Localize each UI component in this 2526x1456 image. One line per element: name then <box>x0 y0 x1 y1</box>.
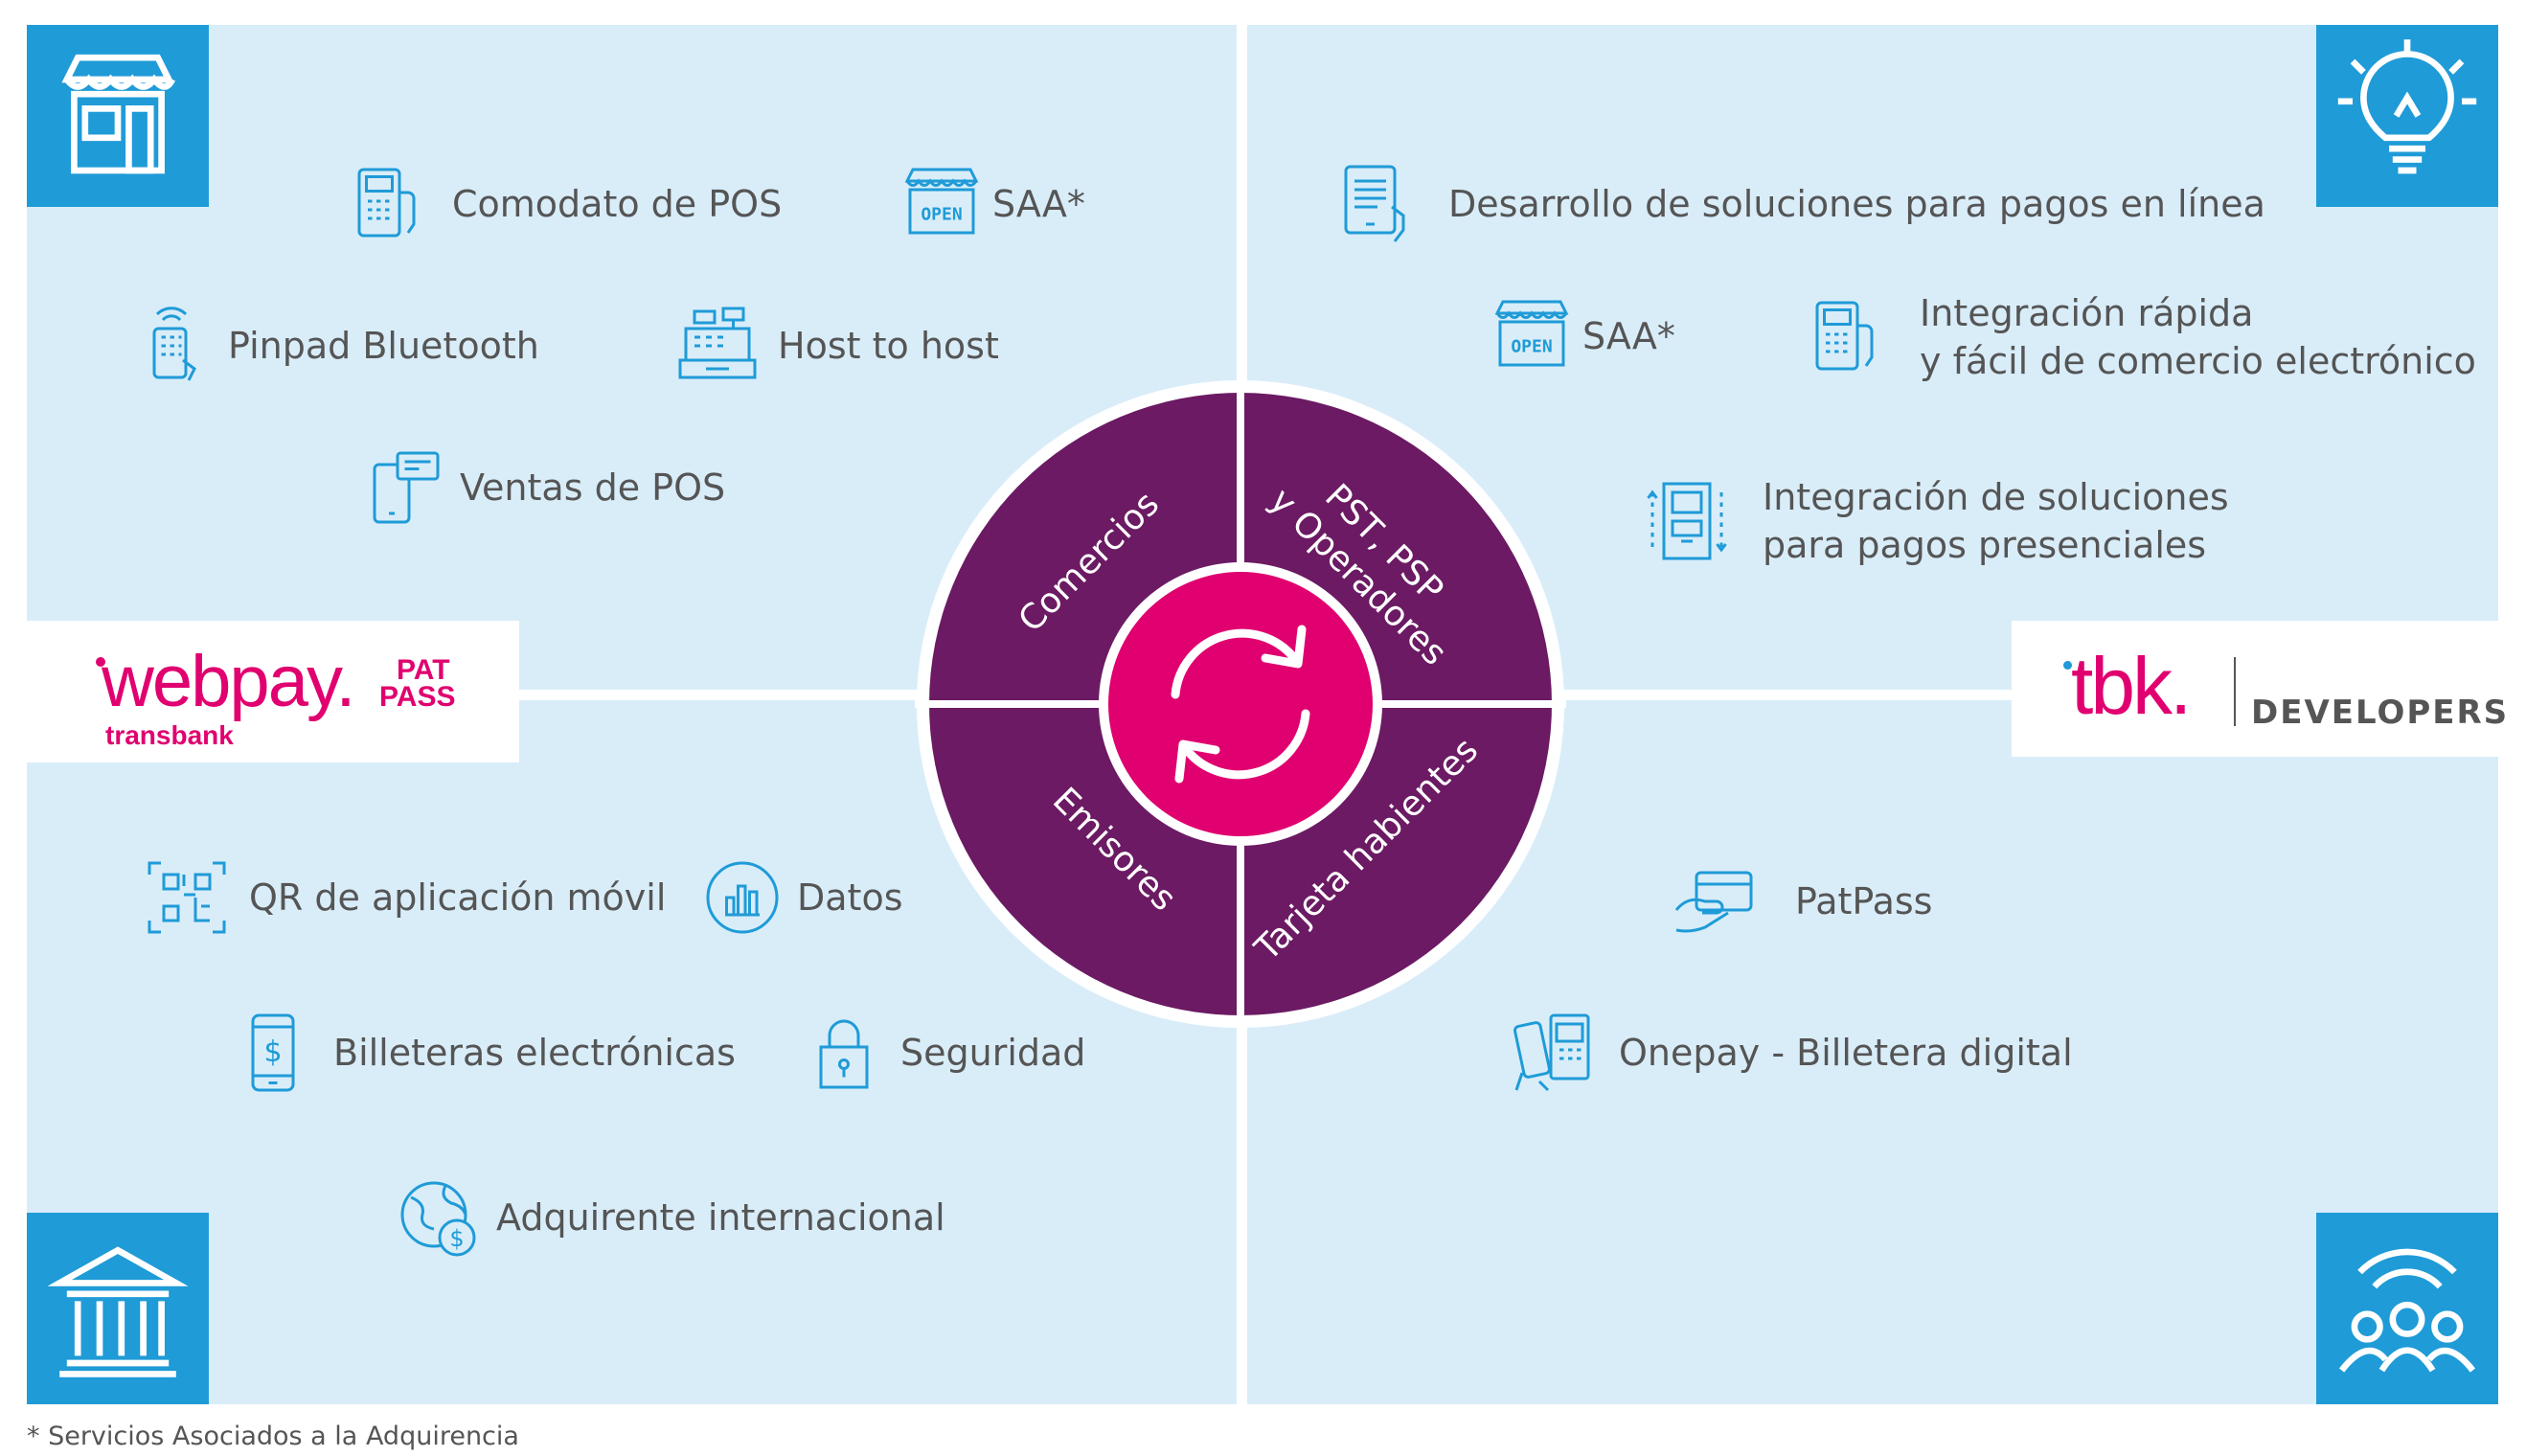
item-datos: Datos <box>699 854 903 941</box>
item-label: Seguridad <box>900 1032 1086 1074</box>
item-label: Comodato de POS <box>452 183 783 225</box>
lightbulb-icon <box>2316 25 2498 207</box>
tbk-separator <box>2234 657 2236 726</box>
pinpad-bluetooth-icon <box>134 303 220 389</box>
webpay-wordmark: webpay. <box>102 641 355 722</box>
bar-chart-icon <box>699 854 785 941</box>
phone-payment-icon <box>1508 1010 1594 1096</box>
open-store-icon: OPEN <box>899 161 985 247</box>
bank-icon <box>27 1213 209 1404</box>
item-label: Billeteras electrónicas <box>333 1032 736 1074</box>
patpass-label: PAT PASS <box>379 654 456 713</box>
item-ventas-pos: Ventas de POS <box>360 444 725 531</box>
tablet-hand-icon <box>1337 161 1423 247</box>
item-billeteras: $ Billeteras electrónicas <box>230 1010 736 1096</box>
item-pinpad-bluetooth: Pinpad Bluetooth <box>134 303 539 389</box>
item-label: Adquirente internacional <box>496 1196 945 1239</box>
webpay-patpass-logo: webpay. PAT PASS transbank <box>27 621 519 762</box>
mobile-card-icon <box>360 444 446 531</box>
pos-terminal-icon <box>345 161 431 247</box>
svg-text:$: $ <box>263 1035 282 1069</box>
item-host-to-host: Host to host <box>674 303 999 389</box>
item-label: Host to host <box>778 325 999 367</box>
item-seguridad: Seguridad <box>801 1010 1085 1096</box>
item-label: Integración rápida y fácil de comercio e… <box>1920 292 2476 382</box>
tbk-wordmark: tbk. <box>2071 641 2192 731</box>
item-saa-right: OPEN SAA* <box>1489 293 1675 379</box>
open-store-icon: OPEN <box>1489 293 1575 379</box>
item-label: Datos <box>797 876 903 919</box>
item-label: QR de aplicación móvil <box>249 876 667 919</box>
footnote: * Servicios Asociados a la Adquirencia <box>27 1422 519 1451</box>
transbank-wordmark: transbank <box>105 720 234 750</box>
item-desarrollo-online: Desarrollo de soluciones para pagos en l… <box>1337 161 2265 247</box>
item-adquirente: $ Adquirente internacional <box>397 1174 945 1261</box>
item-qr-movil: QR de aplicación móvil <box>144 854 666 941</box>
padlock-icon <box>801 1010 887 1096</box>
svg-text:$: $ <box>449 1225 464 1252</box>
tbk-developers-logo: tbk. DEVELOPERS <box>2012 621 2507 757</box>
item-onepay: Onepay - Billetera digital <box>1508 1010 2073 1096</box>
pos-terminal-icon <box>1803 294 1889 380</box>
item-label: SAA* <box>992 183 1085 225</box>
item-label: Desarrollo de soluciones para pagos en l… <box>1448 183 2265 225</box>
item-integracion-rapida: Integración rápida y fácil de comercio e… <box>1803 289 2476 385</box>
refresh-arrows-icon <box>1171 625 1310 784</box>
ecosystem-hub: Comercios PST, PSP y Operadores Emisores… <box>915 378 1566 1030</box>
item-integracion-presencial: Integración de soluciones para pagos pre… <box>1644 473 2229 569</box>
item-label: Integración de soluciones para pagos pre… <box>1763 476 2229 566</box>
phone-dollar-icon: $ <box>230 1010 316 1096</box>
item-label: PatPass <box>1795 880 1933 922</box>
item-label: SAA* <box>1582 315 1675 357</box>
item-label: Pinpad Bluetooth <box>228 325 539 367</box>
atm-icon <box>1644 478 1730 564</box>
item-patpass: PatPass <box>1671 858 1932 944</box>
item-label: Onepay - Billetera digital <box>1619 1032 2073 1074</box>
hub-center <box>1108 572 1373 836</box>
item-label: Ventas de POS <box>460 466 726 509</box>
webpay-dot <box>96 657 105 667</box>
community-icon <box>2316 1213 2498 1404</box>
svg-text:OPEN: OPEN <box>1511 337 1552 357</box>
card-hand-icon <box>1671 858 1757 944</box>
tbk-dot <box>2063 661 2072 670</box>
patpass-pass: PASS <box>379 681 456 713</box>
cash-register-icon <box>674 303 761 389</box>
qr-code-icon <box>144 854 230 941</box>
item-saa-left: OPEN SAA* <box>899 161 1085 247</box>
svg-text:OPEN: OPEN <box>921 205 962 225</box>
patpass-pat: PAT <box>397 654 450 686</box>
developers-label: DEVELOPERS <box>2251 694 2510 732</box>
globe-dollar-icon: $ <box>397 1174 483 1261</box>
item-comodato-pos: Comodato de POS <box>345 161 782 247</box>
store-icon <box>27 25 209 207</box>
